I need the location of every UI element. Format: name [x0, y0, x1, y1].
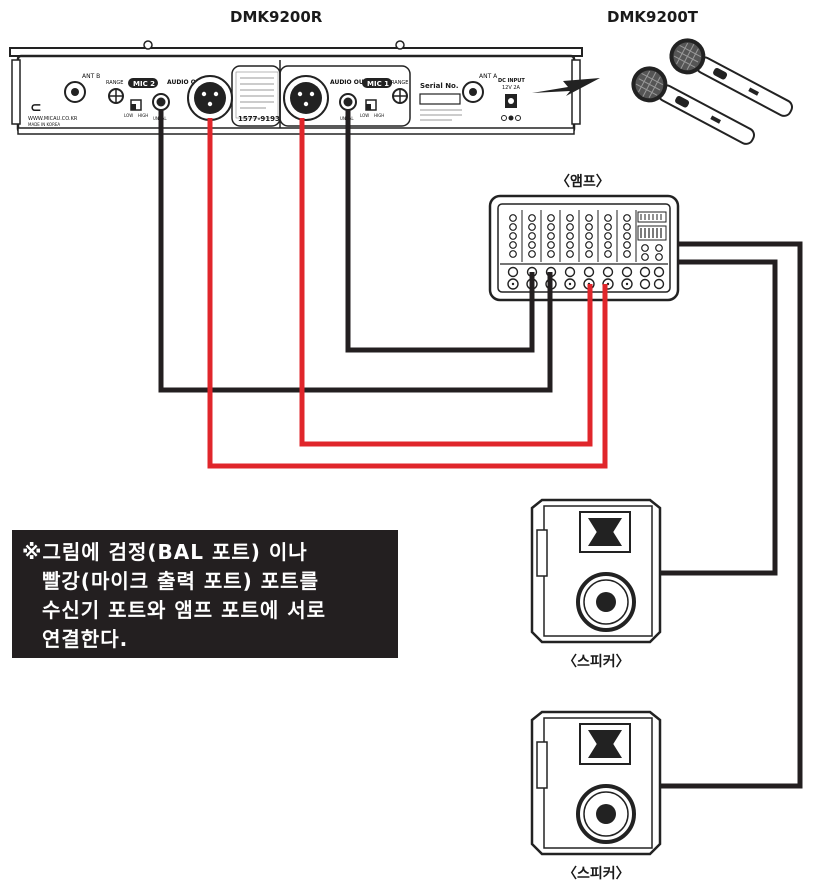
wireless-signal-icon	[532, 78, 600, 96]
audio-out-label-left: AUDIO OUT	[167, 79, 206, 86]
speaker-cable-upper	[660, 259, 778, 576]
red-cable-mic1	[299, 118, 593, 447]
speaker-upper	[530, 498, 662, 644]
black-cable-mic2	[158, 110, 553, 393]
note-line-4: 연결한다.	[42, 627, 129, 651]
mic1-label: MIC 1	[367, 80, 389, 88]
range-label-left: RANGE	[106, 80, 123, 86]
speaker-lower-label: 〈스피커〉	[563, 866, 630, 882]
ant-b-label: ANT B	[82, 73, 100, 80]
ant-a-label: ANT A	[479, 73, 498, 80]
speaker-cable-lower	[660, 241, 803, 789]
instruction-note: ※그림에 검정(BAL 포트) 이나 빨강(마이크 출력 포트) 포트를 수신기…	[12, 530, 398, 658]
dc-voltage-label: 12V 2A	[502, 85, 521, 91]
note-line-1: ※그림에 검정(BAL 포트) 이나	[22, 540, 308, 564]
unbal-jack-mic1	[339, 93, 357, 111]
range-knob-mic2	[108, 88, 124, 104]
mic1-badge	[362, 78, 392, 88]
speaker-upper-label: 〈스피커〉	[563, 654, 630, 670]
dc-input-label: DC INPUT	[498, 78, 525, 84]
serial-label: Serial No.	[420, 82, 459, 90]
note-line-2: 빨강(마이크 출력 포트) 포트를	[42, 569, 319, 593]
ant-b-connector	[64, 81, 86, 103]
amplifier-mixer	[488, 194, 680, 302]
black-cable-mic1	[345, 110, 535, 353]
high-label-right: HIGH	[374, 113, 384, 118]
receiver-panel: ANT B ⊂ WWW.MICAU.CO.KR MADE IN KOREA RA…	[9, 40, 583, 135]
kc-mark-icon: ⊂	[30, 100, 42, 116]
mic2-label: MIC 2	[133, 80, 155, 88]
microphone-icon	[669, 38, 793, 117]
unbal-jack-mic2	[152, 93, 170, 111]
audio-out-label-right: AUDIO OUT	[330, 79, 369, 86]
note-line-3: 수신기 포트와 앰프 포트에 서로	[42, 598, 327, 622]
amp-label: 〈앰프〉	[556, 174, 610, 190]
low-label-left: LOW	[124, 113, 133, 118]
transmitter-title: DMK9200T	[607, 8, 699, 26]
range-label-right: RANGE	[391, 80, 408, 86]
high-label-left: HIGH	[138, 113, 148, 118]
website-label: WWW.MICAU.CO.KR	[28, 116, 78, 122]
low-label-right: LOW	[360, 113, 369, 118]
cables	[158, 110, 803, 789]
microphone-icon	[631, 66, 755, 145]
speaker-lower	[530, 710, 662, 856]
receiver-title: DMK9200R	[230, 8, 323, 26]
serial-box	[419, 93, 461, 105]
xlr-output-mic2	[187, 75, 233, 121]
phone-number: 1577-9193	[238, 115, 280, 123]
range-knob-mic1	[392, 88, 408, 104]
red-cable-mic2	[207, 118, 608, 469]
made-in-label: MADE IN KOREA	[28, 122, 60, 127]
ant-a-connector	[462, 81, 484, 103]
mic2-badge	[128, 78, 158, 88]
xlr-output-mic1	[283, 75, 329, 121]
spec-label-block	[235, 71, 279, 119]
